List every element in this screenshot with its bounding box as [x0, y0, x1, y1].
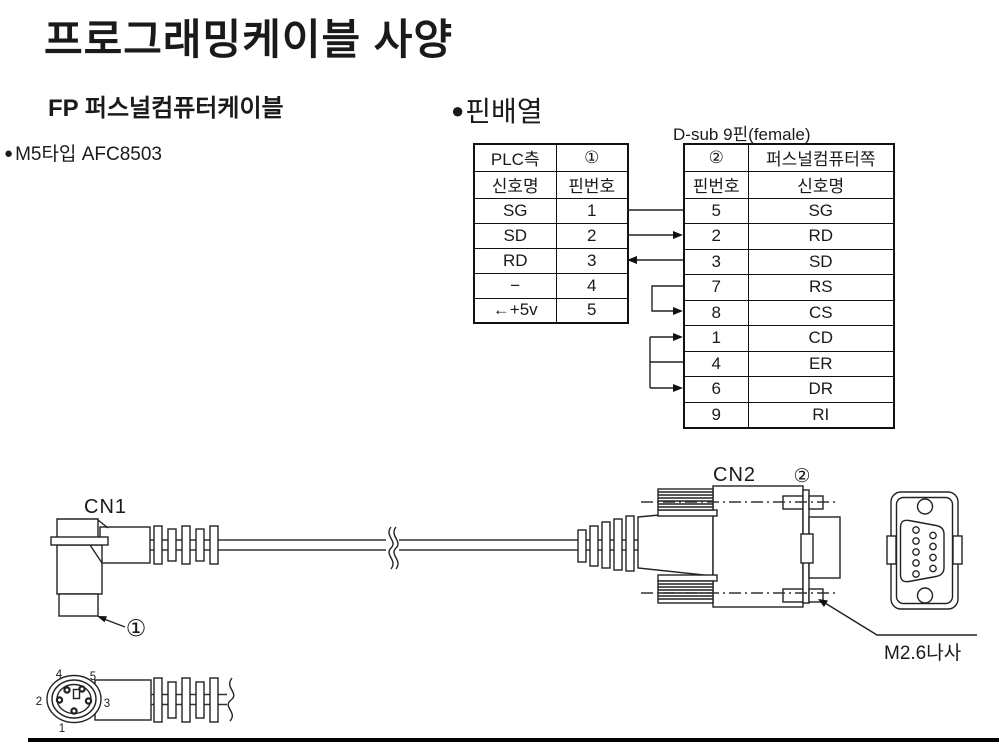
plc-pin: 1 [555, 197, 629, 224]
minidin-key-slot [72, 688, 81, 700]
table-row: 2 RD [683, 223, 895, 250]
plc-signal-header: 신호명 [473, 170, 557, 199]
cn1-ref-arrow [97, 616, 126, 628]
pc-pin: 8 [683, 299, 749, 326]
cn2-centerlines [641, 501, 838, 594]
model-line: ●M5타입 AFC8503 [4, 139, 162, 166]
pc-side-header: 퍼스널컴퓨터쪽 [747, 143, 895, 172]
pc-signal: SG [747, 197, 895, 224]
pc-pin: 2 [683, 223, 749, 250]
plc-pin-table: PLC측 ① 신호명 핀번호 SG 1 SD 2 RD 3 − 4 ←+5v 5 [473, 143, 629, 324]
minidin-pin5-label: 5 [90, 671, 96, 683]
plc-pin-header: 핀번호 [555, 170, 629, 199]
cn1-ref-badge: ① [126, 615, 147, 641]
pc-signal: ER [747, 350, 895, 377]
pc-signal-header: 신호명 [747, 170, 895, 199]
bullet-icon: ● [451, 98, 465, 123]
pc-signal: SD [747, 248, 895, 275]
minidin-pin4-label: 4 [56, 669, 63, 681]
pin-layout-heading-text: 핀배열 [465, 96, 543, 127]
page-edge-bar [28, 738, 999, 742]
table-row: 8 CS [683, 299, 895, 326]
table-row: 7 RS [683, 274, 895, 301]
minidin-pin1-label: 1 [59, 723, 65, 735]
wiring-arrowheads [627, 231, 683, 392]
screw-label: M2.6나사 [884, 642, 961, 664]
pc-pin: 4 [683, 350, 749, 377]
plc-signal: RD [473, 247, 557, 274]
cn2-knurl-hatch [658, 491, 713, 600]
minidin-connector [46, 674, 235, 724]
pc-signal: CD [747, 325, 895, 352]
pc-pin: 7 [683, 274, 749, 301]
table-row: − 4 [473, 272, 629, 299]
minidin-pin2-label: 2 [36, 696, 42, 708]
minidin-pins [55, 685, 93, 715]
plc-pin: 5 [555, 297, 629, 324]
cable-lines [150, 539, 640, 551]
pc-pin: 1 [683, 325, 749, 352]
pc-signal: DR [747, 376, 895, 403]
pc-signal: CS [747, 299, 895, 326]
cn1-connector [50, 518, 219, 617]
plc-signal: SD [473, 222, 557, 249]
pc-pin: 6 [683, 376, 749, 403]
table-row: 6 DR [683, 376, 895, 403]
dsub-face-view [886, 491, 963, 610]
cable-break-icon [388, 526, 399, 570]
bullet-icon: ● [4, 145, 14, 162]
pc-pin-header: 핀번호 [683, 170, 749, 199]
plc-pin: 4 [555, 272, 629, 299]
pc-signal: RD [747, 223, 895, 250]
page-title: 프로그래밍케이블 사양 [44, 16, 454, 63]
minidin-pin3-label: 3 [104, 698, 110, 710]
table-row: 4 ER [683, 350, 895, 377]
table-row: 1 CD [683, 325, 895, 352]
pc-signal: RI [747, 401, 895, 428]
plc-side-header: PLC측 [473, 143, 557, 172]
table-row: 5 SG [683, 197, 895, 224]
screw-leader-arrow [818, 599, 977, 636]
pc-pin: 9 [683, 401, 749, 428]
pc-pin: 5 [683, 197, 749, 224]
cn1-label: CN1 [84, 496, 127, 518]
pc-signal: RS [747, 274, 895, 301]
plc-signal: SG [473, 197, 557, 224]
cable-type-subtitle: FP 퍼스널컴퓨터케이블 [48, 95, 284, 122]
wiring-connections [627, 209, 683, 389]
table-row: SD 2 [473, 222, 629, 249]
cn2-ref-badge: ② [793, 466, 810, 487]
dsub-pins [912, 526, 937, 578]
pc-pin: 3 [683, 248, 749, 275]
plc-signal: − [473, 272, 557, 299]
minidin-pin-labels: 4 5 2 3 1 [36, 669, 110, 735]
plc-ref-header: ① [555, 143, 629, 172]
table-row: 9 RI [683, 401, 895, 428]
plc-signal: ←+5v [473, 297, 557, 324]
table-row: 3 SD [683, 248, 895, 275]
table-row: SG 1 [473, 197, 629, 224]
pc-pin-table: ② 퍼스널컴퓨터쪽 핀번호 신호명 5 SG 2 RD 3 SD 7 RS 8 … [683, 143, 895, 429]
plc-pin: 2 [555, 222, 629, 249]
dsub-connector-label: D-sub 9핀(female) [673, 125, 811, 144]
model-label: M5타입 AFC8503 [15, 144, 162, 165]
pin-layout-heading: ●핀배열 [451, 90, 543, 130]
table-row: ←+5v 5 [473, 297, 629, 324]
table-row: RD 3 [473, 247, 629, 274]
cn2-connector [577, 485, 841, 608]
pc-ref-header: ② [683, 143, 749, 172]
plc-pin: 3 [555, 247, 629, 274]
cn2-label: CN2 [713, 464, 756, 486]
